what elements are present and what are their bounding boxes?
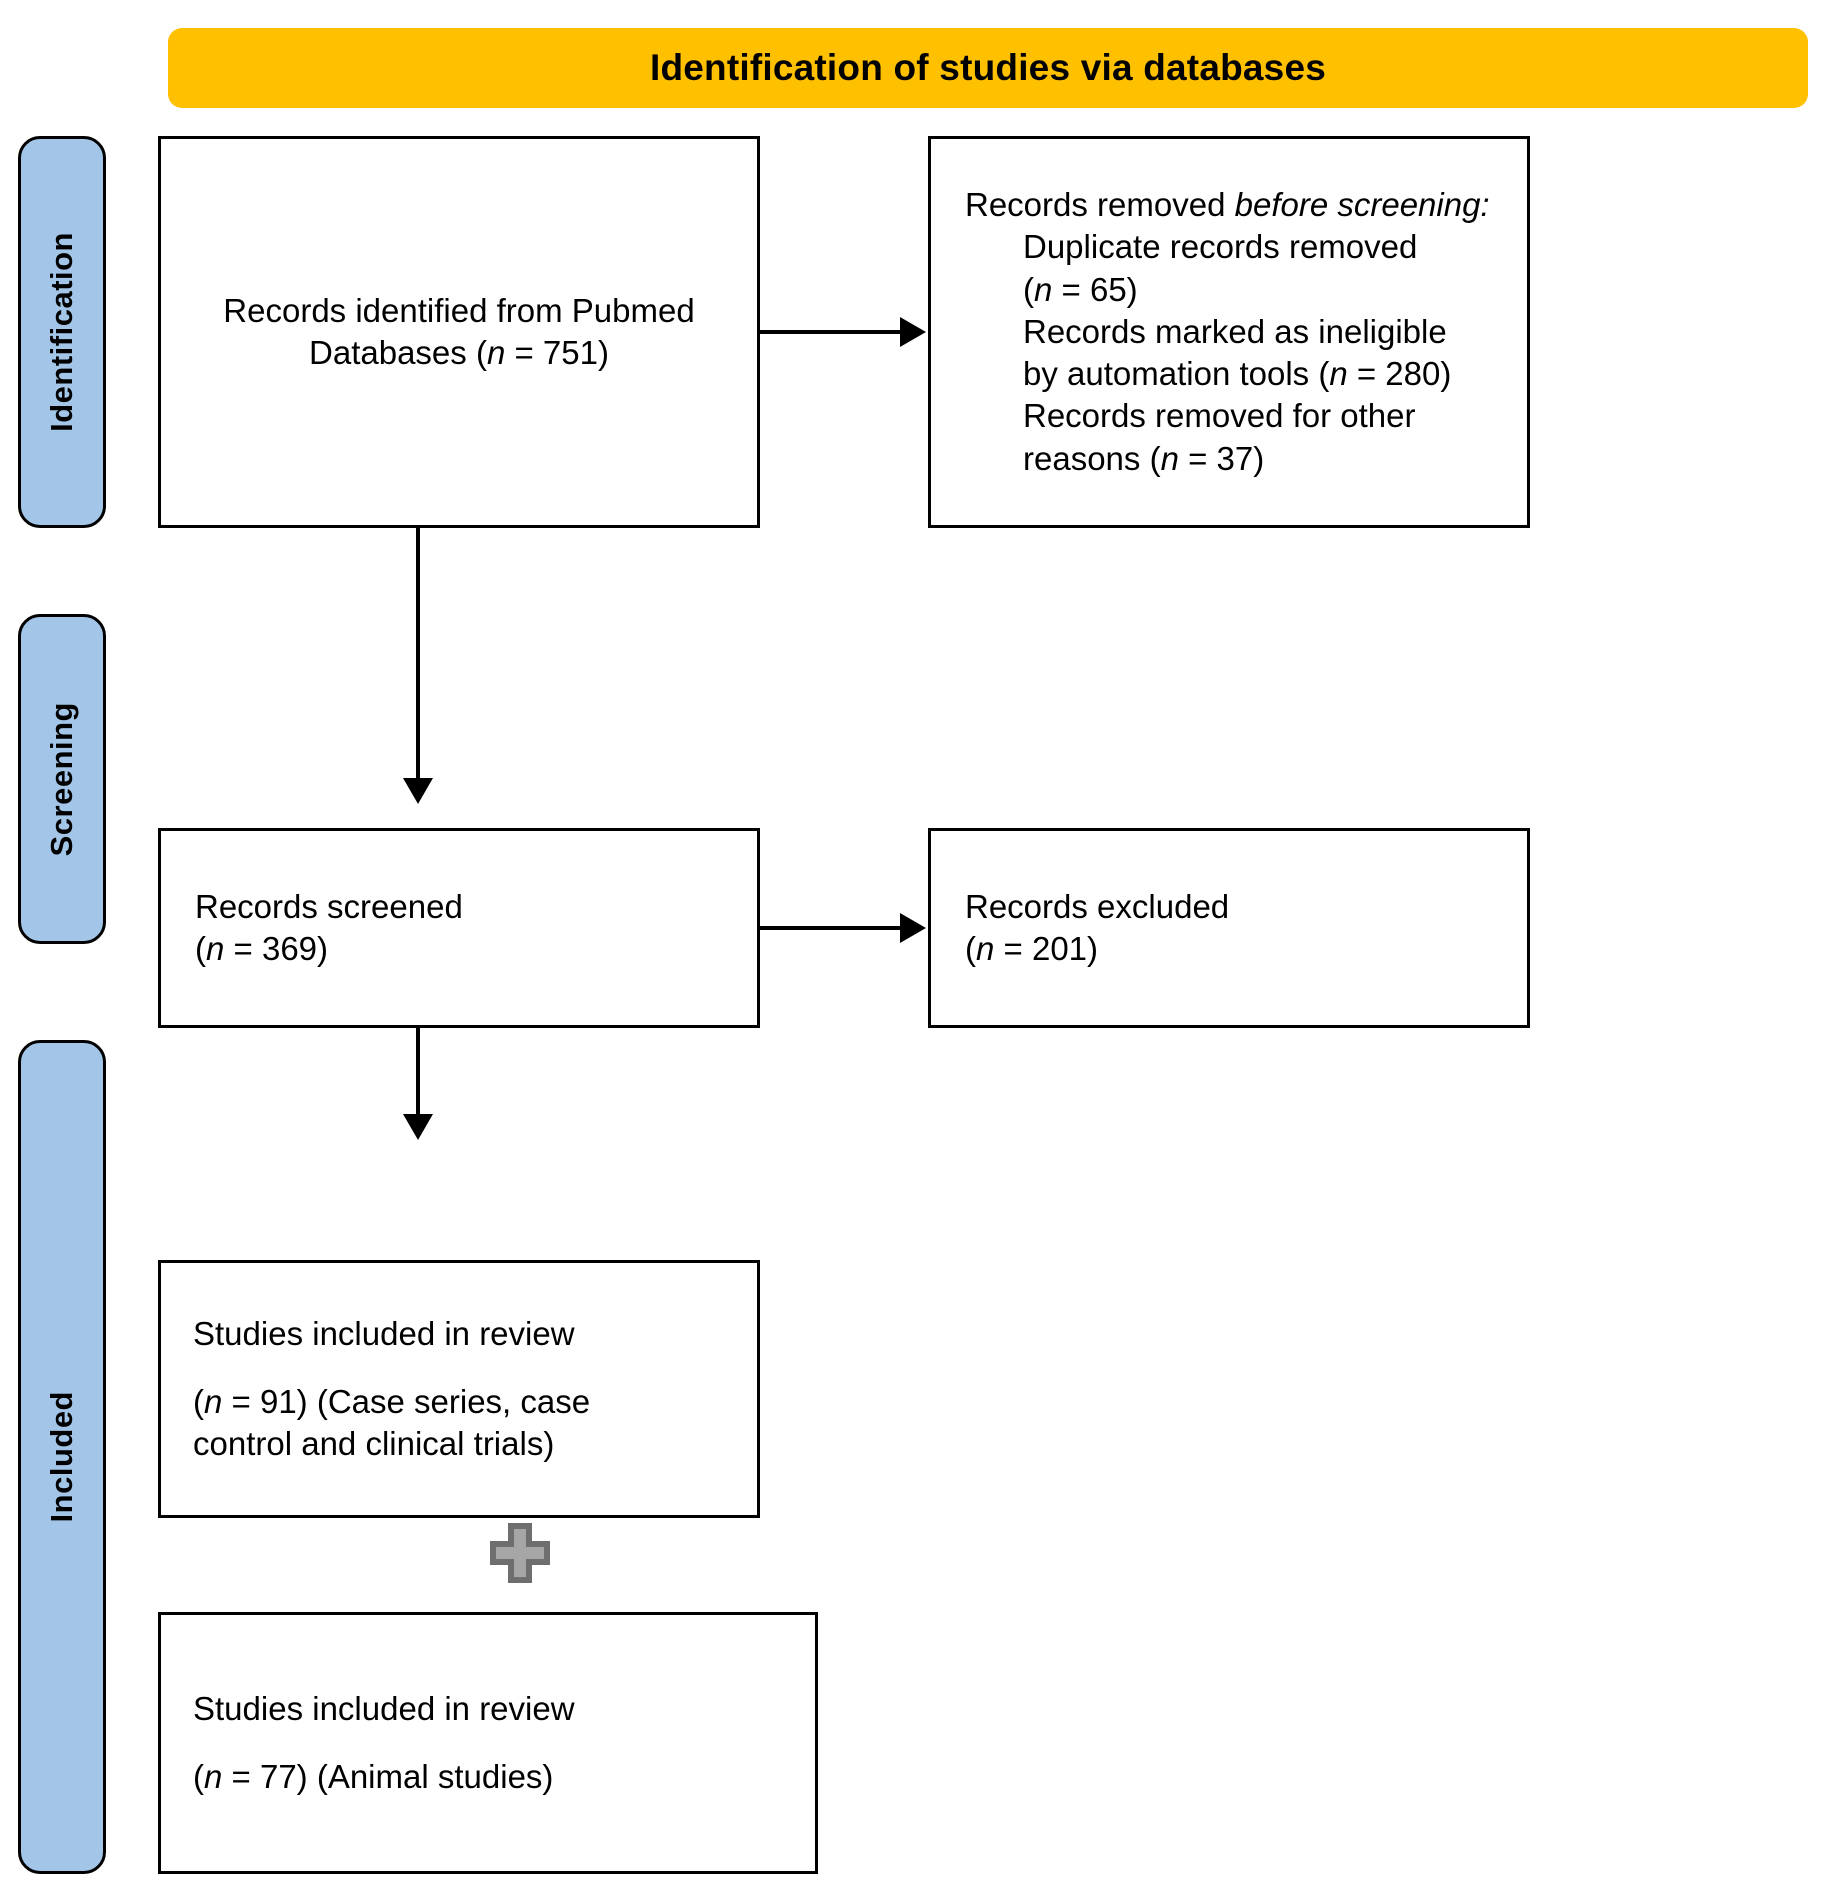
arrow-identified-to-screened-line — [416, 528, 420, 780]
records-screened-prefix: ( — [195, 930, 206, 967]
box-records-screened: Records screened (n = 369) — [158, 828, 760, 1028]
records-screened-line1: Records screened — [195, 887, 463, 925]
box-studies-included-animal: Studies included in review (n = 77) (Ani… — [158, 1612, 818, 1874]
box-records-identified: Records identified from Pubmed Databases… — [158, 136, 760, 528]
included-animal-prefix: ( — [193, 1758, 204, 1795]
records-excluded-line2: (n = 201) — [965, 928, 1497, 970]
stage-tab-included: Included — [18, 1040, 106, 1874]
included-clinical-spacer — [193, 1355, 733, 1381]
removed-item-duplicates-line1: Duplicate records removed — [1023, 228, 1418, 266]
included-clinical-n-symbol: n — [204, 1382, 223, 1420]
box-records-removed-text: Records removed before screening: Duplic… — [931, 184, 1527, 480]
box-studies-included-clinical: Studies included in review (n = 91) (Cas… — [158, 1260, 760, 1518]
included-animal-suffix: = 77) (Animal studies) — [222, 1758, 554, 1795]
removed-item-duplicates-line2: (n = 65) — [965, 269, 1497, 311]
arrow-screened-to-excluded-head-icon — [900, 913, 926, 943]
plus-icon — [489, 1522, 551, 1584]
box-studies-included-clinical-text: Studies included in review (n = 91) (Cas… — [161, 1313, 757, 1466]
included-clinical-suffix: = 91) (Case series, case — [222, 1382, 591, 1420]
arrow-identified-to-removed-line — [760, 330, 902, 334]
removed-item2-prefix: by automation tools ( — [1023, 355, 1330, 393]
arrow-screened-to-included-line — [416, 1028, 420, 1116]
included-animal-line1: Studies included in review — [193, 1689, 575, 1727]
stage-tab-included-label: Included — [44, 1391, 79, 1523]
included-clinical-line3: control and clinical trials) — [193, 1425, 555, 1463]
removed-item-ineligible-line2: by automation tools (n = 280) — [965, 353, 1497, 395]
removed-item1-suffix: = 65) — [1052, 270, 1138, 308]
box-records-identified-text: Records identified from Pubmed Databases… — [197, 290, 720, 374]
records-excluded-suffix: = 201) — [994, 930, 1099, 967]
included-animal-line2: (n = 77) (Animal studies) — [193, 1756, 791, 1798]
header-banner: Identification of studies via databases — [168, 28, 1808, 108]
records-excluded-line1: Records excluded — [965, 887, 1230, 925]
removed-item-other-line2: reasons (n = 37) — [965, 438, 1497, 480]
records-excluded-prefix: ( — [965, 930, 976, 967]
removed-item2-n-symbol: n — [1329, 355, 1348, 393]
included-clinical-line1: Studies included in review — [193, 1314, 575, 1352]
records-screened-suffix: = 369) — [224, 930, 329, 967]
stage-tab-identification: Identification — [18, 136, 106, 528]
arrow-identified-to-screened-head-icon — [403, 778, 433, 804]
removed-item-other-line1: Records removed for other — [1023, 397, 1416, 435]
records-identified-line2-suffix: = 751) — [505, 334, 609, 371]
records-identified-line2: Databases (n = 751) — [223, 332, 694, 374]
stage-tab-screening: Screening — [18, 614, 106, 944]
records-removed-title: Records removed before screening: — [965, 184, 1497, 226]
records-identified-line2-prefix: Databases ( — [309, 334, 487, 371]
records-identified-line1: Records identified from Pubmed — [223, 291, 695, 329]
box-records-screened-text: Records screened (n = 369) — [161, 886, 757, 970]
removed-item1-prefix: ( — [1023, 270, 1034, 308]
arrow-identified-to-removed-head-icon — [900, 317, 926, 347]
records-removed-title-italic: before screening: — [1234, 186, 1490, 224]
removed-item2-suffix: = 280) — [1347, 355, 1452, 393]
removed-item3-n-symbol: n — [1160, 439, 1179, 477]
removed-item-ineligible-line1: Records marked as ineligible — [1023, 312, 1447, 350]
box-records-removed-before-screening: Records removed before screening: Duplic… — [928, 136, 1530, 528]
stage-tab-identification-label: Identification — [44, 232, 79, 432]
included-clinical-line2: (n = 91) (Case series, case — [193, 1381, 733, 1423]
records-screened-line2: (n = 369) — [195, 928, 727, 970]
included-clinical-prefix: ( — [193, 1382, 204, 1420]
removed-item1-n-symbol: n — [1034, 270, 1053, 308]
records-identified-n-symbol: n — [486, 334, 506, 371]
box-records-excluded-text: Records excluded (n = 201) — [931, 886, 1527, 970]
header-title: Identification of studies via databases — [649, 47, 1327, 88]
records-removed-title-plain: Records removed — [965, 186, 1235, 224]
records-screened-n-symbol: n — [206, 930, 225, 967]
arrow-screened-to-included-head-icon — [403, 1114, 433, 1140]
box-studies-included-animal-text: Studies included in review (n = 77) (Ani… — [161, 1688, 815, 1798]
included-animal-spacer — [193, 1730, 791, 1756]
removed-item3-suffix: = 37) — [1178, 439, 1265, 477]
included-animal-n-symbol: n — [204, 1758, 223, 1795]
removed-item3-prefix: reasons ( — [1023, 439, 1161, 477]
arrow-screened-to-excluded-line — [760, 926, 902, 930]
stage-tab-screening-label: Screening — [44, 701, 79, 857]
box-records-excluded: Records excluded (n = 201) — [928, 828, 1530, 1028]
records-excluded-n-symbol: n — [976, 930, 995, 967]
